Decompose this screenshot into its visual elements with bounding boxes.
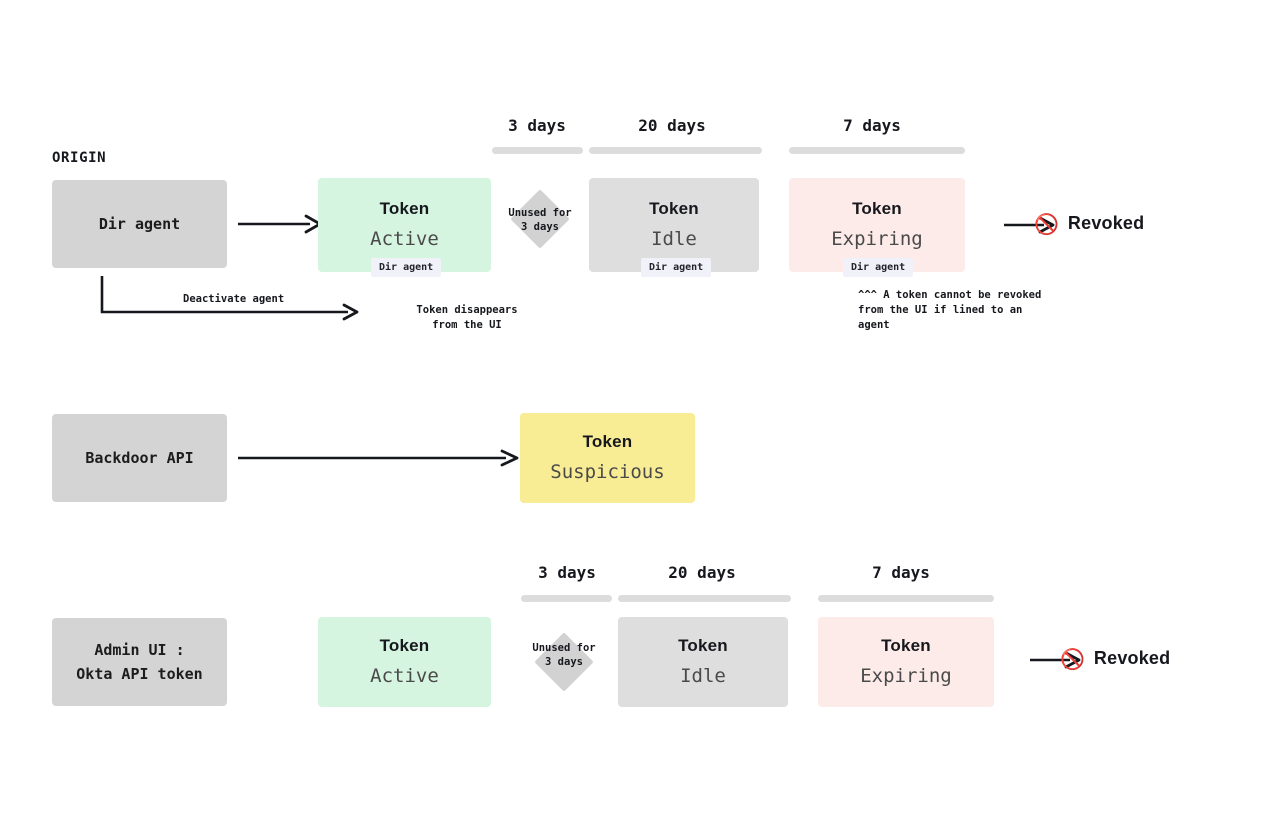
timeline-bar-3-days [492, 147, 583, 154]
timeline-label-7-days: 7 days [843, 116, 901, 135]
token-state: Expiring [860, 665, 952, 687]
arrow-expiring-to-revoked [1004, 215, 1056, 235]
token-state: Suspicious [550, 461, 665, 483]
timeline-bar-7-days-bottom [818, 595, 994, 602]
token-state: Idle [651, 228, 697, 250]
token-box-idle[interactable]: Token Idle [589, 178, 759, 272]
token-box-active[interactable]: Token Active [318, 178, 491, 272]
token-box-active-bottom[interactable]: Token Active [318, 617, 491, 707]
revocation-footnote: ^^^ A token cannot be revoked from the U… [858, 289, 1042, 331]
timeline-bar-20-days [589, 147, 762, 154]
deactivate-agent-edge-label: Deactivate agent [183, 293, 285, 305]
source-box-label: Backdoor API [85, 449, 194, 467]
token-disappears-note: Token disappears from the UI [416, 304, 518, 331]
token-title: Token [881, 636, 931, 655]
timeline-label-7-days-bottom: 7 days [872, 563, 930, 582]
timeline-bar-20-days-bottom [618, 595, 791, 602]
revoked-label: Revoked [1067, 213, 1145, 233]
token-box-idle-bottom[interactable]: Token Idle [618, 617, 788, 707]
arrow-expiring-to-revoked-bottom [1030, 650, 1082, 670]
arrow-dir-agent-to-active [238, 214, 322, 234]
token-title: Token [379, 199, 430, 218]
source-box-dir-agent[interactable]: Dir agent [52, 180, 227, 268]
token-title: Token [379, 636, 430, 655]
token-state: Expiring [831, 228, 923, 250]
token-box-expiring-bottom[interactable]: Token Expiring [818, 617, 994, 707]
source-box-label: Admin UI : Okta API token [76, 641, 203, 683]
source-box-label: Dir agent [98, 215, 181, 233]
token-title: Token [582, 432, 633, 451]
revoked-label: Revoked [1093, 648, 1171, 668]
timeline-label-3-days-bottom: 3 days [538, 563, 596, 582]
prohibited-icon: 🚫 [1060, 646, 1085, 671]
source-box-backdoor-api[interactable]: Backdoor API [52, 414, 227, 502]
timeline-bar-7-days [789, 147, 965, 154]
token-box-expiring[interactable]: Token Expiring [789, 178, 965, 272]
token-state: Idle [680, 665, 726, 687]
timeline-label-3-days: 3 days [508, 116, 566, 135]
revoked-terminal-bottom: 🚫 Revoked [1060, 648, 1170, 669]
agent-chip-idle: Dir agent [641, 258, 712, 277]
gate-diamond-label-bottom: Unused for 3 days [532, 642, 596, 668]
token-box-suspicious[interactable]: Token Suspicious [520, 413, 695, 503]
timeline-bar-3-days-bottom [521, 595, 612, 602]
token-state: Active [370, 228, 439, 250]
timeline-label-20-days: 20 days [638, 116, 706, 135]
agent-chip-active: Dir agent [371, 258, 442, 277]
token-title: Token [678, 636, 728, 655]
arrow-backdoor-to-suspicious [238, 448, 520, 468]
source-box-admin-ui[interactable]: Admin UI : Okta API token [52, 618, 227, 706]
arrow-deactivate-agent [100, 276, 362, 322]
revoked-terminal: 🚫 Revoked [1034, 213, 1144, 234]
gate-diamond-label: Unused for 3 days [508, 207, 572, 233]
origin-label: ORIGIN [52, 150, 107, 166]
token-state: Active [370, 665, 439, 687]
token-title: Token [852, 199, 902, 218]
token-title: Token [649, 199, 699, 218]
agent-chip-expiring: Dir agent [843, 258, 914, 277]
prohibited-icon: 🚫 [1034, 211, 1059, 236]
timeline-label-20-days-bottom: 20 days [668, 563, 736, 582]
